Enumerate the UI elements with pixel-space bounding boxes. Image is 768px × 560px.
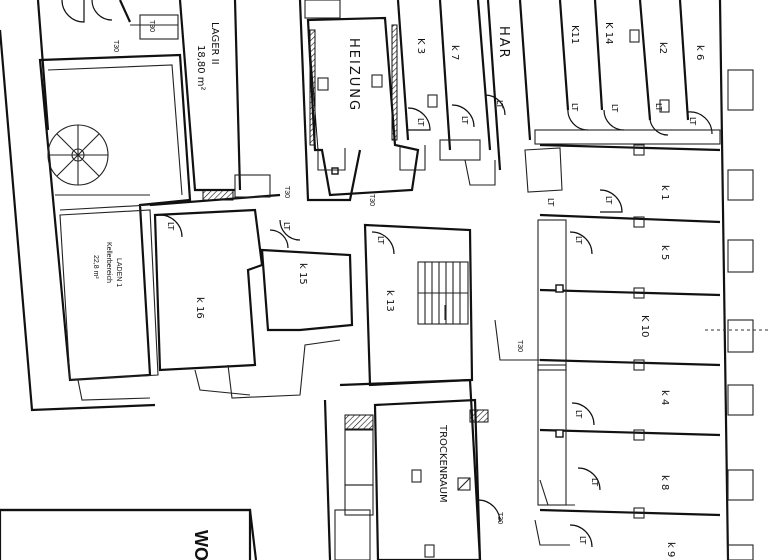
window-column	[705, 69, 768, 560]
laden-area: 22,8 m²	[92, 255, 99, 279]
door-lt-6: LT	[654, 103, 663, 111]
door-lt-14: LT	[166, 222, 175, 230]
k5-label: k 5	[659, 245, 670, 260]
door-lt-12: LT	[578, 536, 587, 544]
door-t30-1: T30	[148, 20, 155, 32]
stair-k13	[363, 223, 540, 387]
k2-label: k2	[657, 42, 668, 54]
door-lt-3: LT	[495, 100, 504, 108]
door-lt-7: LT	[688, 117, 697, 125]
top-right-cells	[534, 0, 721, 145]
door-lt-8: LT	[604, 196, 613, 204]
k3-k7-block	[396, 0, 506, 186]
lager-area: 18,80 m²	[195, 45, 206, 91]
door-lt-15: LT	[282, 222, 291, 230]
door-lt-13: LT	[376, 236, 385, 244]
door-labels: LT LT LT LT LT LT LT LT LT LT LT LT LT L…	[112, 20, 697, 544]
right-cells	[524, 143, 721, 548]
door-t30-4: T30	[368, 194, 375, 206]
door-lt-2: LT	[460, 116, 469, 124]
k11-label: K11	[569, 25, 580, 44]
k3-label: K 3	[415, 38, 426, 54]
k10-label: K 10	[639, 315, 650, 337]
door-lt-10: LT	[574, 410, 583, 418]
har-label: HAR	[496, 26, 511, 60]
door-t30-3: T30	[283, 186, 290, 198]
k13-label: k 13	[384, 290, 395, 312]
k6-label: k 6	[694, 45, 705, 60]
lager-title: LAGER II	[209, 22, 220, 65]
wo-block	[0, 508, 252, 560]
door-lt-11: LT	[590, 478, 599, 486]
k7-label: k 7	[449, 45, 460, 60]
door-lt-9: LT	[574, 236, 583, 244]
door-lt-4: LT	[570, 103, 579, 111]
door-t30-6: T30	[496, 512, 503, 524]
left-block	[38, 0, 192, 401]
door-lt-16: LT	[546, 198, 555, 206]
trockenraum-label: TROCKENRAUM	[437, 424, 448, 503]
room-labels: LAGER II 18,80 m² HEIZUNG HAR LADEN 1 Ke…	[92, 22, 705, 560]
k9-label: k 9	[665, 542, 676, 557]
spiral-stair	[47, 124, 109, 186]
trockenraum-block	[334, 398, 570, 560]
k16-label: k 16	[194, 297, 205, 319]
heizung-block	[304, 0, 426, 197]
door-lt-1: LT	[416, 118, 425, 126]
door-t30-5: T30	[516, 340, 523, 352]
door-lt-5: LT	[610, 104, 619, 112]
k16-k15-block	[153, 174, 354, 399]
k14-label: K 14	[603, 22, 614, 44]
laden-title: LADEN 1	[115, 258, 122, 287]
k4-label: k 4	[659, 390, 670, 405]
door-t30-2: T30	[112, 40, 119, 52]
heizung-label: HEIZUNG	[346, 38, 361, 112]
k1-label: k 1	[659, 185, 670, 200]
wo-label: WO	[191, 530, 211, 560]
k15-label: k 15	[297, 263, 308, 285]
laden-subtitle: Kellerbereich	[105, 242, 112, 283]
k8-label: k 8	[659, 475, 670, 490]
